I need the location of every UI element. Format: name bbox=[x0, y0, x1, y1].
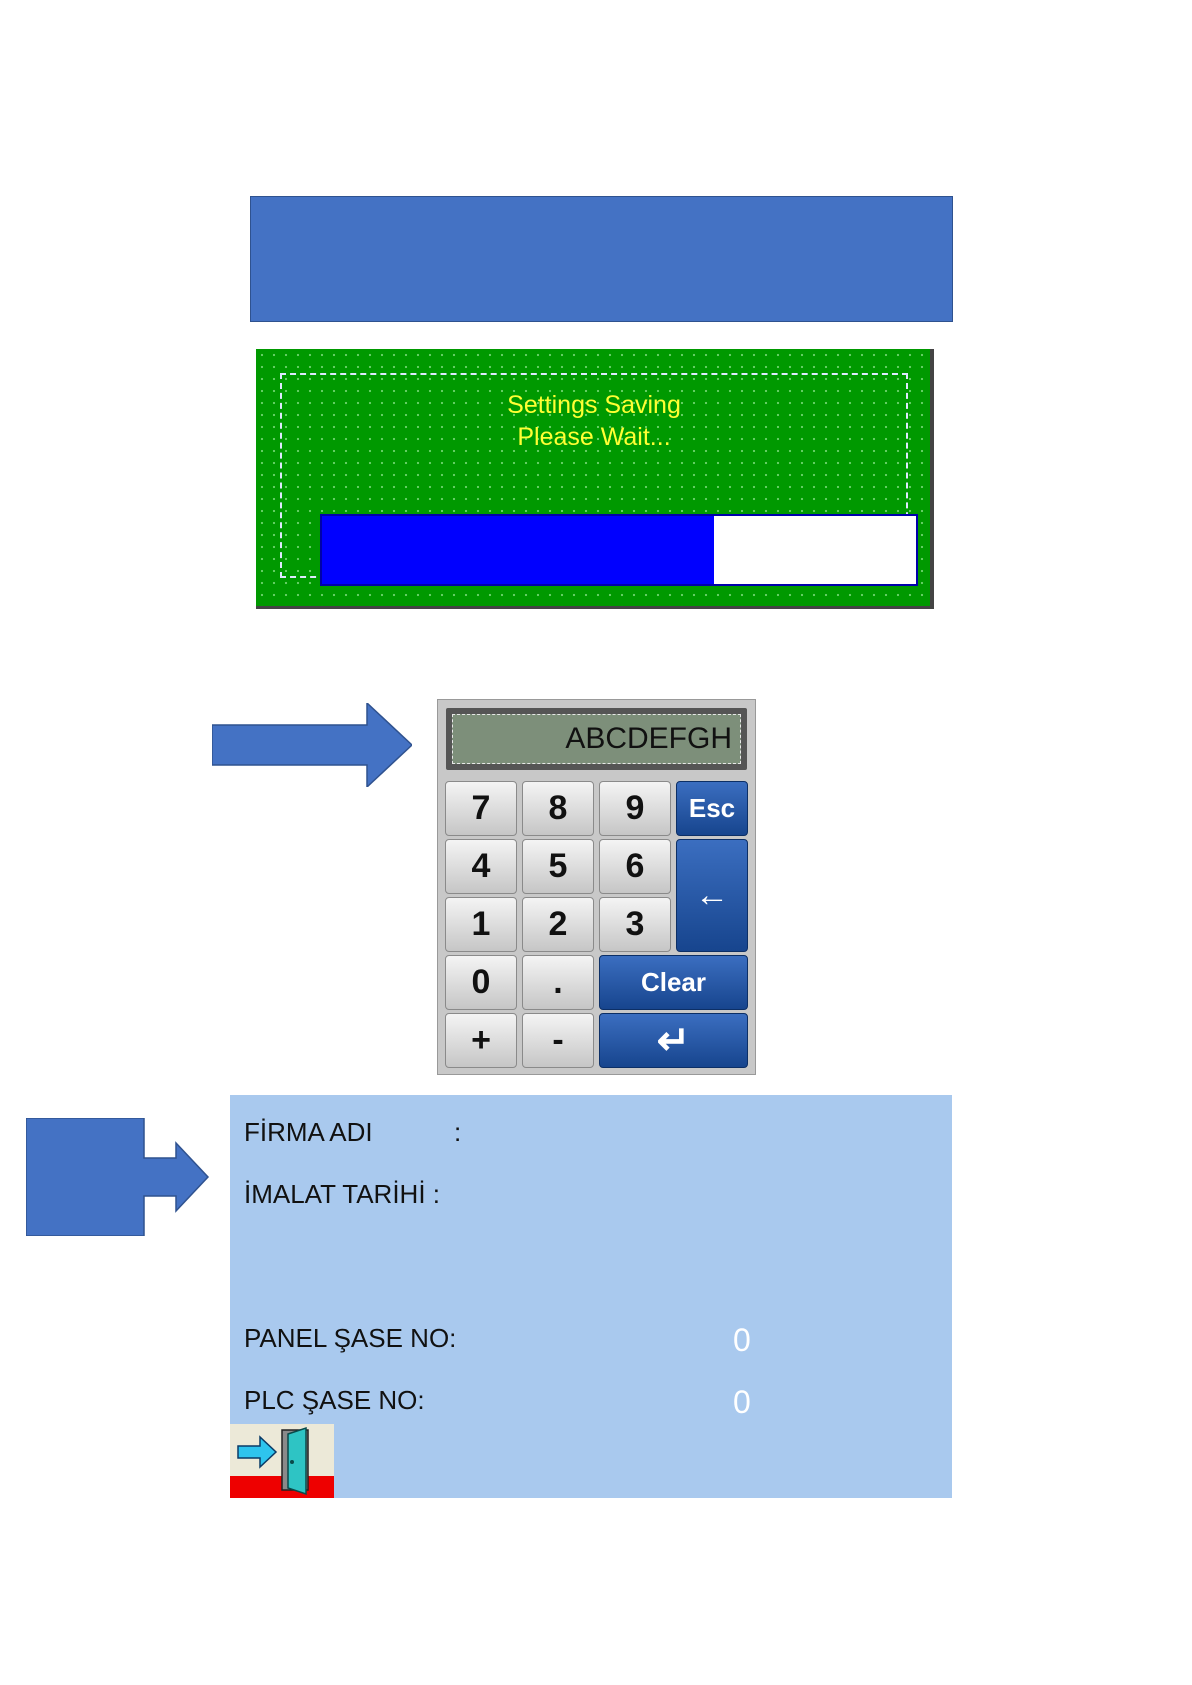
key-4[interactable]: 4 bbox=[445, 839, 517, 894]
esc-button[interactable]: Esc bbox=[676, 781, 748, 836]
key-5[interactable]: 5 bbox=[522, 839, 594, 894]
key-7[interactable]: 7 bbox=[445, 781, 517, 836]
key-1[interactable]: 1 bbox=[445, 897, 517, 952]
key-3[interactable]: 3 bbox=[599, 897, 671, 952]
header-banner bbox=[250, 196, 953, 322]
progress-bar bbox=[320, 514, 918, 586]
exit-door-icon[interactable] bbox=[230, 1424, 334, 1498]
saving-dialog: Settings Saving Please Wait... bbox=[256, 349, 934, 609]
plc-sase-value: 0 bbox=[733, 1384, 751, 1421]
wait-message: Please Wait... bbox=[282, 423, 906, 452]
arrow-right-icon bbox=[212, 703, 412, 787]
key-plus[interactable]: + bbox=[445, 1013, 517, 1068]
key-2[interactable]: 2 bbox=[522, 897, 594, 952]
panel-sase-value: 0 bbox=[733, 1322, 751, 1359]
saving-frame: Settings Saving Please Wait... bbox=[280, 373, 908, 578]
firma-colon: : bbox=[454, 1117, 461, 1148]
key-9[interactable]: 9 bbox=[599, 781, 671, 836]
arrow-right-icon bbox=[26, 1118, 210, 1236]
key-6[interactable]: 6 bbox=[599, 839, 671, 894]
key-minus[interactable]: - bbox=[522, 1013, 594, 1068]
panel-sase-label: PANEL ŞASE NO: bbox=[244, 1323, 456, 1354]
device-info-panel: FİRMA ADI : İMALAT TARİHİ : PANEL ŞASE N… bbox=[230, 1095, 952, 1498]
enter-button[interactable]: ↵ bbox=[599, 1013, 748, 1068]
firma-label: FİRMA ADI bbox=[244, 1117, 373, 1148]
backspace-button[interactable]: ← bbox=[676, 839, 748, 952]
imalat-label: İMALAT TARİHİ : bbox=[244, 1179, 440, 1210]
keypad-display: ABCDEFGH bbox=[452, 714, 741, 764]
key-dot[interactable]: . bbox=[522, 955, 594, 1010]
clear-button[interactable]: Clear bbox=[599, 955, 748, 1010]
progress-fill bbox=[322, 516, 714, 584]
keypad-display-frame: ABCDEFGH bbox=[446, 708, 747, 770]
numeric-keypad: ABCDEFGH 7 8 9 Esc 4 5 6 ← 1 2 3 0 . Cle… bbox=[437, 699, 756, 1075]
plc-sase-label: PLC ŞASE NO: bbox=[244, 1385, 425, 1416]
key-8[interactable]: 8 bbox=[522, 781, 594, 836]
key-0[interactable]: 0 bbox=[445, 955, 517, 1010]
saving-message: Settings Saving bbox=[282, 391, 906, 420]
